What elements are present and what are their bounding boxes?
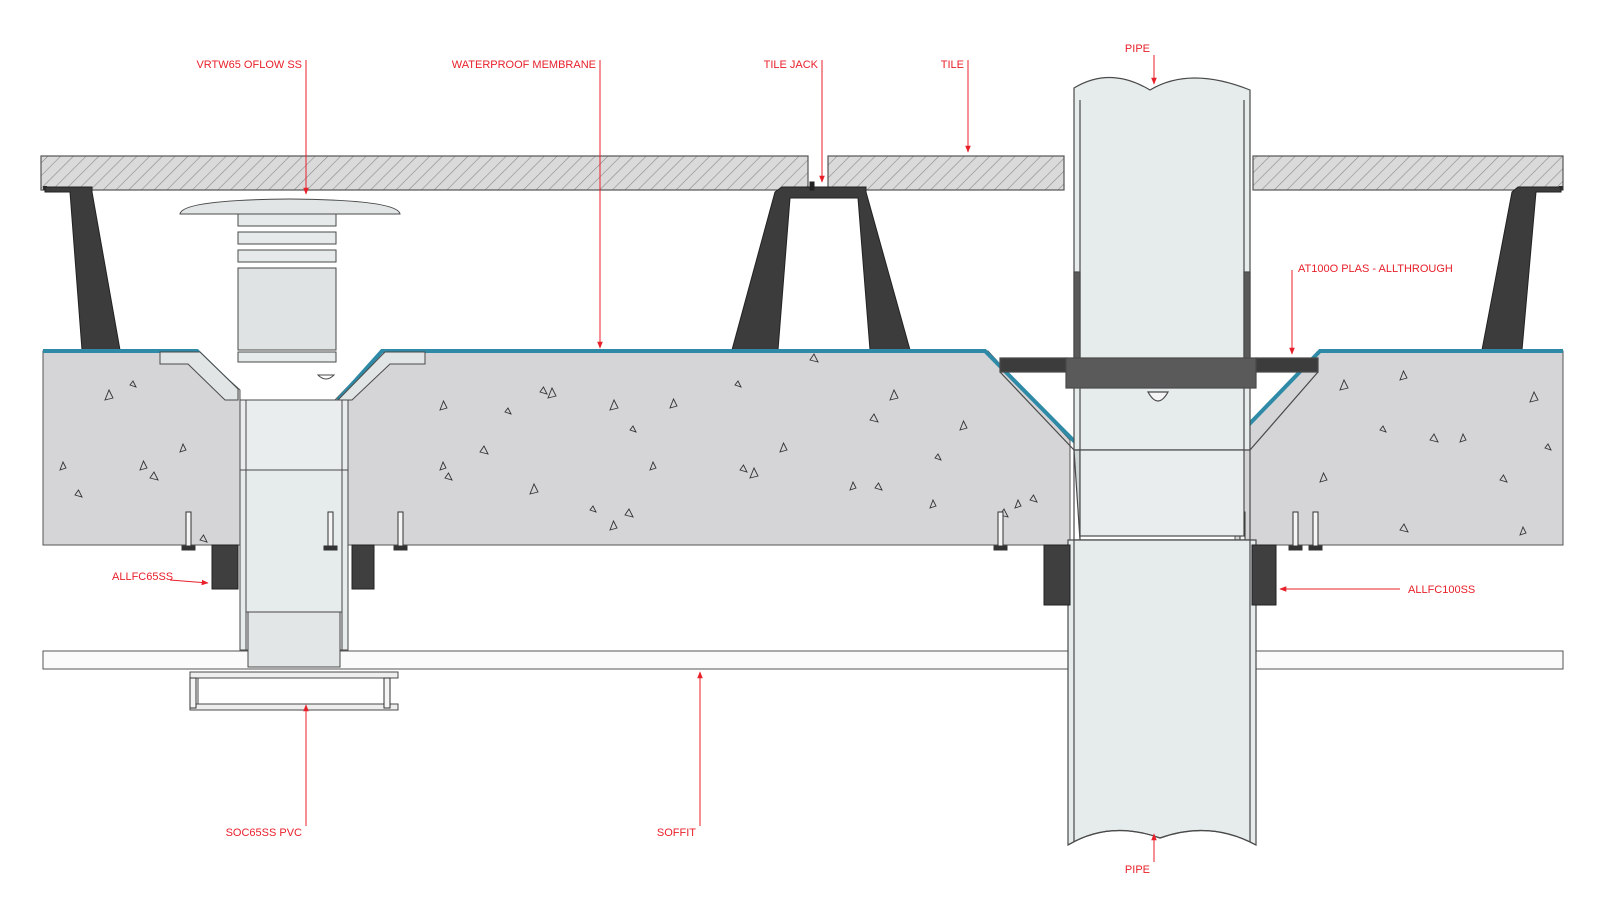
label-soffit: SOFFIT: [657, 827, 696, 839]
allfc100-fire-collar: [1043, 544, 1277, 606]
label-soc65: SOC65SS PVC: [226, 827, 302, 839]
soc65-soffit-connector: [189, 671, 399, 711]
label-pipe-bottom: PIPE: [1125, 864, 1150, 876]
label-at100: AT100O PLAS - ALLTHROUGH: [1298, 263, 1453, 275]
label-text: VRTW65 OFLOW SS WATERPROOF MEMBRANE TILE…: [112, 43, 1475, 876]
label-vrtw65: VRTW65 OFLOW SS: [196, 59, 302, 71]
label-tile: TILE: [941, 59, 964, 71]
allfc65-fire-collar: [211, 544, 375, 590]
label-allfc65: ALLFC65SS: [112, 571, 173, 583]
label-tile-jack: TILE JACK: [764, 59, 819, 71]
tile-layer: [40, 155, 1564, 191]
label-waterproof-membrane: WATERPROOF MEMBRANE: [452, 59, 596, 71]
vrtw65-overflow-drain: [159, 198, 426, 668]
label-allfc100: ALLFC100SS: [1408, 584, 1475, 596]
annotation-labels: [169, 55, 1400, 862]
label-pipe-top: PIPE: [1125, 43, 1150, 55]
pipe: [999, 76, 1319, 847]
